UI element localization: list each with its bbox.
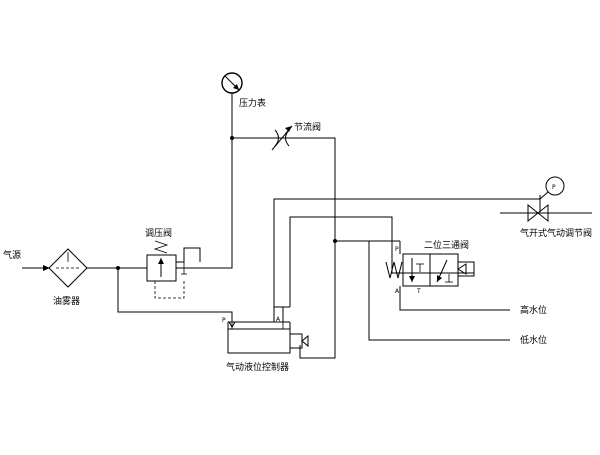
regulator-feedback-line (154, 281, 185, 299)
high-level-line (399, 286, 510, 311)
lubricator (48, 248, 88, 288)
valve-right-arrowhead (437, 275, 442, 282)
controller-port-a: A (276, 316, 281, 323)
regulator-outlet-line (176, 138, 233, 269)
valve-port-t: T (416, 288, 421, 295)
lubricator-diamond-icon (48, 248, 88, 288)
globe-valve-icon (527, 203, 549, 223)
valve-port-a: A (395, 288, 400, 295)
air-inlet-arrow (43, 265, 50, 271)
spring-icon (153, 240, 169, 254)
valve-left-arrowhead (409, 276, 415, 282)
gauge-icon (221, 72, 243, 94)
controller-label: 气动液位控制器 (226, 361, 289, 373)
control-valve (527, 176, 565, 223)
low-level-line (368, 241, 510, 341)
lubricator-label: 油雾器 (53, 295, 80, 307)
level-controller (227, 321, 309, 354)
throttle-valve-label: 节流阀 (294, 121, 321, 133)
low-level-label: 低水位 (520, 334, 547, 346)
throttle-arrowhead (285, 126, 292, 132)
spring-icon (385, 261, 403, 279)
controller-body (227, 328, 291, 354)
high-level-label: 高水位 (520, 304, 547, 316)
regulator-arrowhead (158, 258, 164, 264)
throttle-valve (271, 125, 293, 151)
pressure-gauge-label: 压力表 (239, 97, 266, 109)
regulator (146, 240, 201, 299)
air-source-label: 气源 (3, 249, 21, 261)
pressure-gauge (221, 72, 243, 94)
control-valve-p: P (552, 184, 556, 191)
branch-to-controller-line (117, 268, 233, 322)
throttle-line (232, 137, 336, 359)
three-way-valve-label: 二位三通阀 (424, 239, 469, 251)
control-valve-actuator-link (539, 191, 549, 200)
labels: 气源 油雾器 调压阀 压力表 节流阀 气动液位控制器 二位三通阀 气开式气动调节… (3, 97, 592, 373)
control-valve-label: 气开式气动调节阀 (520, 227, 592, 239)
gauge-needle-head (233, 84, 239, 90)
regulator-pilot-line (176, 247, 201, 263)
solenoid-pilot-triangle (457, 263, 467, 275)
valve-port-p: P (395, 246, 399, 253)
controller-actuator-tip (301, 334, 309, 348)
three-way-valve (385, 253, 475, 287)
regulator-body (146, 254, 177, 282)
regulator-label: 调压阀 (145, 228, 172, 239)
controller-p-marker (228, 321, 236, 328)
controller-port-p: P (222, 317, 226, 324)
control-valve-actuator (545, 176, 565, 196)
